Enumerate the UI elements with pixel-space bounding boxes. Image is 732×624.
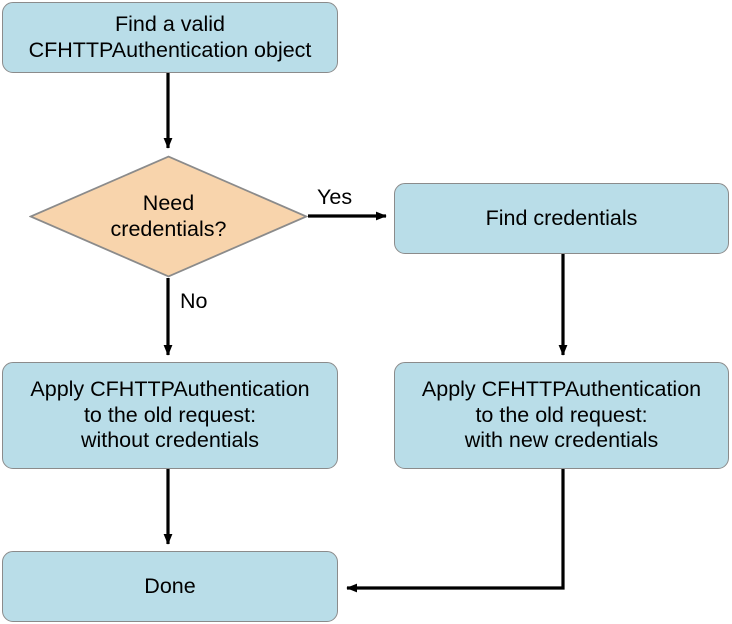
- node-apply-with-new-label: Apply CFHTTPAuthentication to the old re…: [421, 377, 702, 453]
- node-done[interactable]: Done: [2, 551, 338, 622]
- edge-label-yes: Yes: [317, 185, 353, 209]
- node-done-label: Done: [144, 573, 196, 598]
- node-apply-with-new[interactable]: Apply CFHTTPAuthentication to the old re…: [394, 362, 729, 469]
- edge-label-no: No: [180, 289, 208, 313]
- node-apply-without-label: Apply CFHTTPAuthentication to the old re…: [30, 377, 310, 453]
- node-find-credentials-label: Find credentials: [485, 205, 638, 230]
- edge-apply-with-new-to-done: [346, 469, 565, 593]
- node-find-object[interactable]: Find a valid CFHTTPAuthentication object: [2, 2, 338, 73]
- node-find-credentials[interactable]: Find credentials: [394, 183, 729, 254]
- node-find-object-label: Find a valid CFHTTPAuthentication object: [28, 11, 312, 62]
- node-need-credentials-label: Need credentials?: [110, 190, 227, 241]
- node-need-credentials[interactable]: Need credentials?: [29, 155, 308, 278]
- node-apply-without[interactable]: Apply CFHTTPAuthentication to the old re…: [2, 362, 338, 469]
- diamond-shape: [29, 155, 308, 278]
